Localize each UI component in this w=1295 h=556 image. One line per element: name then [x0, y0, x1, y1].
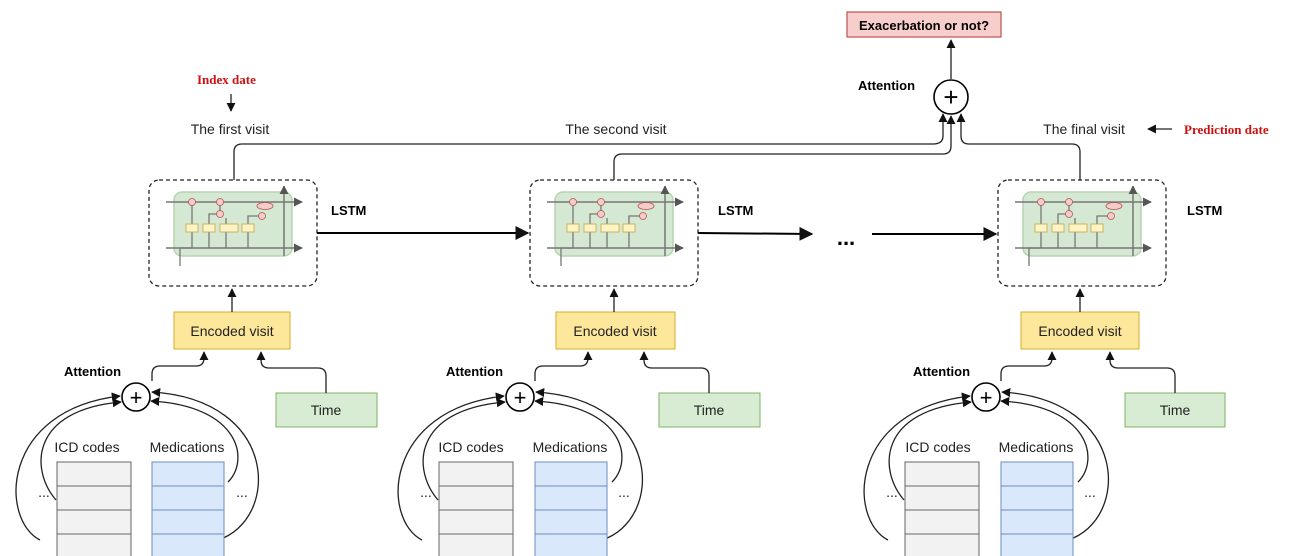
icd-attention-loop-inner-final [888, 398, 972, 501]
medications-ellipsis-first: ... [236, 484, 248, 500]
time-label-final: Time [1160, 402, 1191, 418]
icd-ellipsis-final: ... [886, 484, 898, 500]
icd-attention-loop-outer-final [863, 392, 971, 541]
attention-label-second: Attention [446, 364, 503, 379]
attention-label-first: Attention [64, 364, 121, 379]
attention-to-encoded-arrow-second [534, 351, 593, 381]
hidden-state-path-final [956, 113, 1081, 180]
time-to-encoded-arrow-second [639, 351, 710, 393]
encoded-visit-box-final [1020, 311, 1140, 350]
icd-codes-label-first: ICD codes [54, 439, 119, 455]
icd-ellipsis-second: ... [420, 484, 432, 500]
visit-label-final: The final visit [1043, 121, 1125, 137]
icd-codes-label-second: ICD codes [438, 439, 503, 455]
time-label-first: Time [311, 402, 342, 418]
med-attention-loop-outer-second [535, 387, 643, 541]
sequence-ellipsis: ... [837, 225, 855, 250]
attention-to-encoded-arrow-first [151, 351, 209, 381]
time-to-encoded-arrow-final [1105, 351, 1176, 393]
icd-attention-loop-inner-first [40, 398, 122, 501]
lstm-cell-diagram-first [166, 186, 302, 266]
attention-to-encoded-arrow-final [1000, 351, 1057, 381]
encoded-visit-box-first [173, 311, 291, 350]
attention-node-first [121, 382, 151, 412]
medications-label-first: Medications [150, 439, 225, 455]
top-attention-node [933, 79, 969, 115]
lstm-cell-diagram-final [1015, 186, 1151, 266]
icd-attention-loop-outer-first [15, 392, 121, 541]
icd-codes-table-first [56, 461, 132, 556]
med-attention-loop-outer-final [1001, 387, 1109, 541]
visit-label-second: The second visit [565, 121, 666, 137]
time-to-encoded-arrow-first [256, 351, 327, 393]
medications-table-second [534, 461, 608, 556]
lstm-block-final [997, 179, 1167, 287]
encoded-visit-box-second [555, 311, 676, 350]
time-label-second: Time [694, 402, 725, 418]
icd-attention-loop-inner-second [422, 398, 506, 501]
med-attention-loop-outer-first [151, 387, 259, 541]
visit-label-first: The first visit [191, 121, 270, 137]
icd-codes-table-second [438, 461, 514, 556]
top-attention-symbol: + [943, 82, 958, 112]
attention-label-final: Attention [913, 364, 970, 379]
lstm-cell-diagram-second [547, 186, 683, 266]
recurrent-arrow-second-to-ellipsis [697, 226, 814, 241]
medications-label-final: Medications [999, 439, 1074, 455]
icd-codes-label-final: ICD codes [905, 439, 970, 455]
medications-label-second: Medications [533, 439, 608, 455]
med-attention-loop-inner-final [1000, 396, 1089, 483]
lstm-label-final: LSTM [1187, 203, 1222, 218]
med-attention-loop-inner-first [150, 396, 239, 483]
attention-symbol-final: + [980, 385, 993, 410]
medications-table-first [151, 461, 225, 556]
encoded-visit-label-final: Encoded visit [1038, 323, 1121, 339]
output-node-box [846, 11, 1002, 38]
icd-attention-loop-outer-second [397, 392, 505, 541]
medications-ellipsis-final: ... [1084, 484, 1096, 500]
attention-symbol-first: + [130, 385, 143, 410]
hidden-state-path-second [613, 115, 956, 180]
medications-table-final [1000, 461, 1074, 556]
icd-ellipsis-first: ... [38, 484, 50, 500]
med-attention-loop-inner-second [534, 396, 623, 483]
attention-node-final [971, 382, 1001, 412]
attention-node-second [505, 382, 535, 412]
medications-ellipsis-second: ... [618, 484, 630, 500]
encoded-visit-label-second: Encoded visit [573, 323, 656, 339]
output-node-label: Exacerbation or not? [859, 18, 989, 33]
lstm-label-first: LSTM [331, 203, 366, 218]
lstm-label-second: LSTM [718, 203, 753, 218]
index-date-annotation: Index date [197, 72, 256, 87]
icd-codes-table-final [904, 461, 980, 556]
time-box-final [1124, 392, 1226, 428]
encoded-visit-label-first: Encoded visit [190, 323, 273, 339]
prediction-date-annotation: Prediction date [1184, 122, 1269, 137]
time-box-first [275, 392, 378, 428]
attention-symbol-second: + [514, 385, 527, 410]
hidden-state-path-first [233, 113, 948, 180]
top-attention-label: Attention [858, 78, 915, 93]
